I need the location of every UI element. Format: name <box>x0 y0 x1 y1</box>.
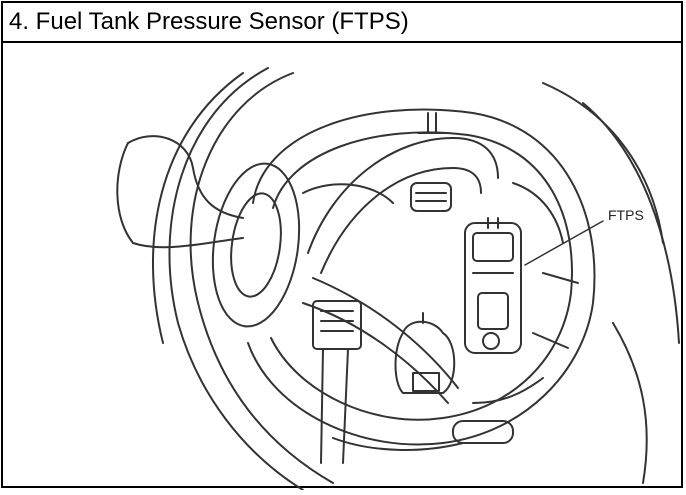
fuel-pump-assembly-illustration: FTPS <box>3 43 685 491</box>
pump-module-plate <box>247 108 596 446</box>
title-bar: 4. Fuel Tank Pressure Sensor (FTPS) <box>3 3 681 43</box>
tank-flange <box>152 67 334 491</box>
retaining-ring <box>211 162 301 328</box>
ftps-callout-label: FTPS <box>608 207 644 223</box>
tank-edge-right <box>542 82 680 484</box>
electrical-connector <box>312 300 362 464</box>
vent-hose <box>116 135 244 249</box>
plate-ribs <box>302 182 579 451</box>
fuel-hose <box>302 137 499 404</box>
hose-coupling <box>410 182 452 212</box>
top-fittings <box>417 112 449 134</box>
ftps-leader-line <box>524 220 604 266</box>
line-drawing: FTPS <box>116 67 680 491</box>
ftps-sensor <box>464 217 522 354</box>
page-title: 4. Fuel Tank Pressure Sensor (FTPS) <box>9 8 409 35</box>
pressure-regulator <box>394 312 456 394</box>
